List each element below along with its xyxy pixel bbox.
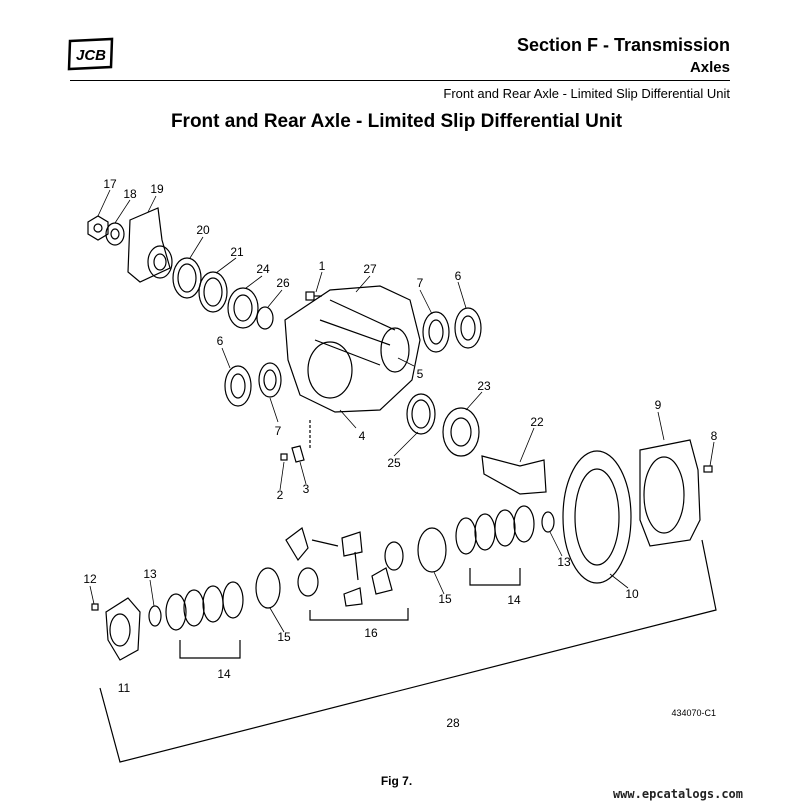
- part-washer: [105, 222, 125, 246]
- header-divider: [70, 80, 730, 81]
- part-crown-wheel: [562, 450, 632, 584]
- callout-6-top: 6: [455, 269, 462, 283]
- callout-25: 25: [387, 456, 401, 470]
- page-reference: Front and Rear Axle - Limited Slip Diffe…: [443, 86, 730, 101]
- callout-11: 11: [118, 681, 131, 695]
- drawing-number: 434070-C1: [671, 708, 716, 718]
- callout-21: 21: [230, 245, 244, 259]
- callout-18: 18: [123, 187, 137, 201]
- part-nut: [87, 215, 109, 241]
- callout-13-left: 13: [143, 567, 157, 581]
- callout-13-right: 13: [557, 555, 571, 569]
- part-housing: [284, 285, 421, 413]
- callout-5: 5: [417, 367, 424, 381]
- part-pinion: [481, 455, 547, 495]
- callout-26: 26: [276, 276, 290, 290]
- callout-2: 2: [277, 488, 284, 502]
- part-flange: [127, 207, 171, 283]
- callout-8: 8: [711, 429, 718, 443]
- callout-28: 28: [446, 716, 460, 730]
- callout-7-top: 7: [417, 276, 424, 290]
- callout-1: 1: [319, 259, 326, 273]
- callout-6-left: 6: [217, 334, 224, 348]
- callout-24: 24: [256, 262, 270, 276]
- section-title: Section F - Transmission: [516, 35, 730, 55]
- callout-3: 3: [303, 482, 310, 496]
- callout-27: 27: [363, 262, 377, 276]
- page-title: Front and Rear Axle - Limited Slip Diffe…: [170, 111, 623, 132]
- svg-text:JCB: JCB: [76, 47, 106, 64]
- callout-7-left: 7: [275, 424, 282, 438]
- callout-19: 19: [150, 182, 164, 196]
- callout-22: 22: [530, 415, 544, 429]
- callout-23: 23: [477, 379, 491, 393]
- callout-10: 10: [625, 587, 639, 601]
- part-seal: [172, 257, 202, 299]
- exploded-diagram: 17 18 19 20 21 24 26 1 27 7 6 6 7 5 4 2 …: [83, 177, 718, 763]
- watermark: www.epcatalogs.com: [612, 787, 743, 801]
- section-subtitle: Axles: [689, 59, 730, 76]
- callout-17: 17: [103, 177, 117, 191]
- callout-9: 9: [655, 398, 662, 412]
- callout-15-left: 15: [277, 630, 291, 644]
- callout-12: 12: [83, 572, 97, 586]
- callout-15-right: 15: [438, 592, 452, 606]
- callout-20: 20: [196, 223, 210, 237]
- part-spacer: [198, 271, 228, 313]
- callout-4: 4: [359, 429, 366, 443]
- callout-14-right: 14: [507, 593, 521, 607]
- callout-16: 16: [364, 626, 378, 640]
- figure-caption: Fig 7.: [380, 774, 413, 788]
- callout-14-left: 14: [217, 667, 231, 681]
- jcb-logo: JCB: [67, 37, 114, 71]
- part-bearing: [227, 287, 259, 329]
